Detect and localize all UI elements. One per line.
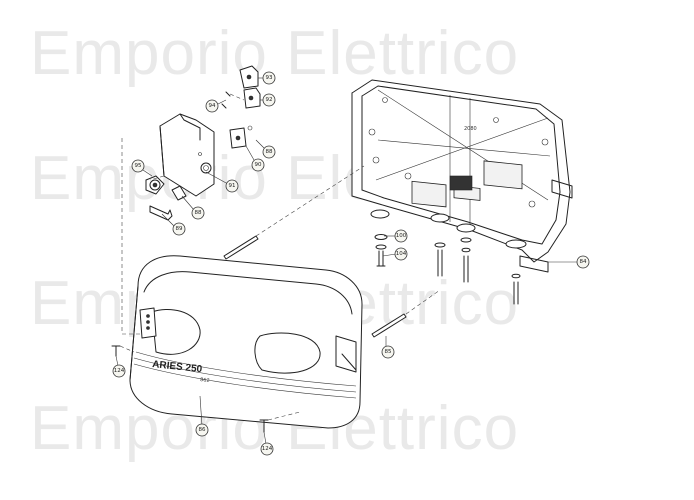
base-plate-label: 2080 (464, 126, 477, 132)
callout-104: 104 (394, 247, 408, 261)
callout-85: 85 (381, 345, 395, 359)
svg-text:89: 89 (176, 226, 183, 232)
callout-93: 93 (262, 71, 276, 85)
callout-100: 100 (394, 229, 408, 243)
cover-code-lettering: 862 (200, 377, 210, 384)
base-fasteners (374, 234, 521, 305)
svg-text:88: 88 (266, 149, 273, 155)
svg-text:84: 84 (580, 259, 587, 265)
cover-brand-lettering: ARIES 250 (152, 359, 203, 375)
cover-housing (129, 255, 363, 429)
callout-124-left: 124 (112, 364, 126, 378)
guide-pins (111, 235, 407, 433)
base-plate (351, 79, 573, 273)
callout-91: 91 (225, 179, 239, 193)
callout-90: 90 (251, 158, 265, 172)
svg-text:91: 91 (229, 183, 236, 189)
callout-124-bottom: 124 (260, 442, 274, 456)
svg-text:90: 90 (255, 162, 262, 168)
svg-text:88: 88 (195, 210, 202, 216)
svg-text:104: 104 (396, 251, 407, 257)
leader-lines (115, 77, 578, 445)
svg-text:124: 124 (114, 368, 125, 374)
callout-92: 92 (262, 93, 276, 107)
svg-text:92: 92 (266, 97, 273, 103)
svg-text:100: 100 (396, 233, 407, 239)
assembly-lines (119, 93, 441, 421)
lock-bracket (159, 113, 215, 197)
callout-94: 94 (205, 99, 219, 113)
callout-86: 86 (195, 423, 209, 437)
callout-95: 95 (131, 159, 145, 173)
callout-89: 89 (172, 222, 186, 236)
small-brackets (221, 65, 261, 149)
svg-text:95: 95 (135, 163, 142, 169)
svg-text:124: 124 (262, 446, 273, 452)
svg-text:85: 85 (385, 349, 392, 355)
callout-88-left: 88 (191, 206, 205, 220)
callout-88-top: 88 (262, 145, 276, 159)
svg-text:93: 93 (266, 75, 273, 81)
svg-text:86: 86 (199, 427, 206, 433)
svg-text:94: 94 (209, 103, 216, 109)
callout-84: 84 (576, 255, 590, 269)
